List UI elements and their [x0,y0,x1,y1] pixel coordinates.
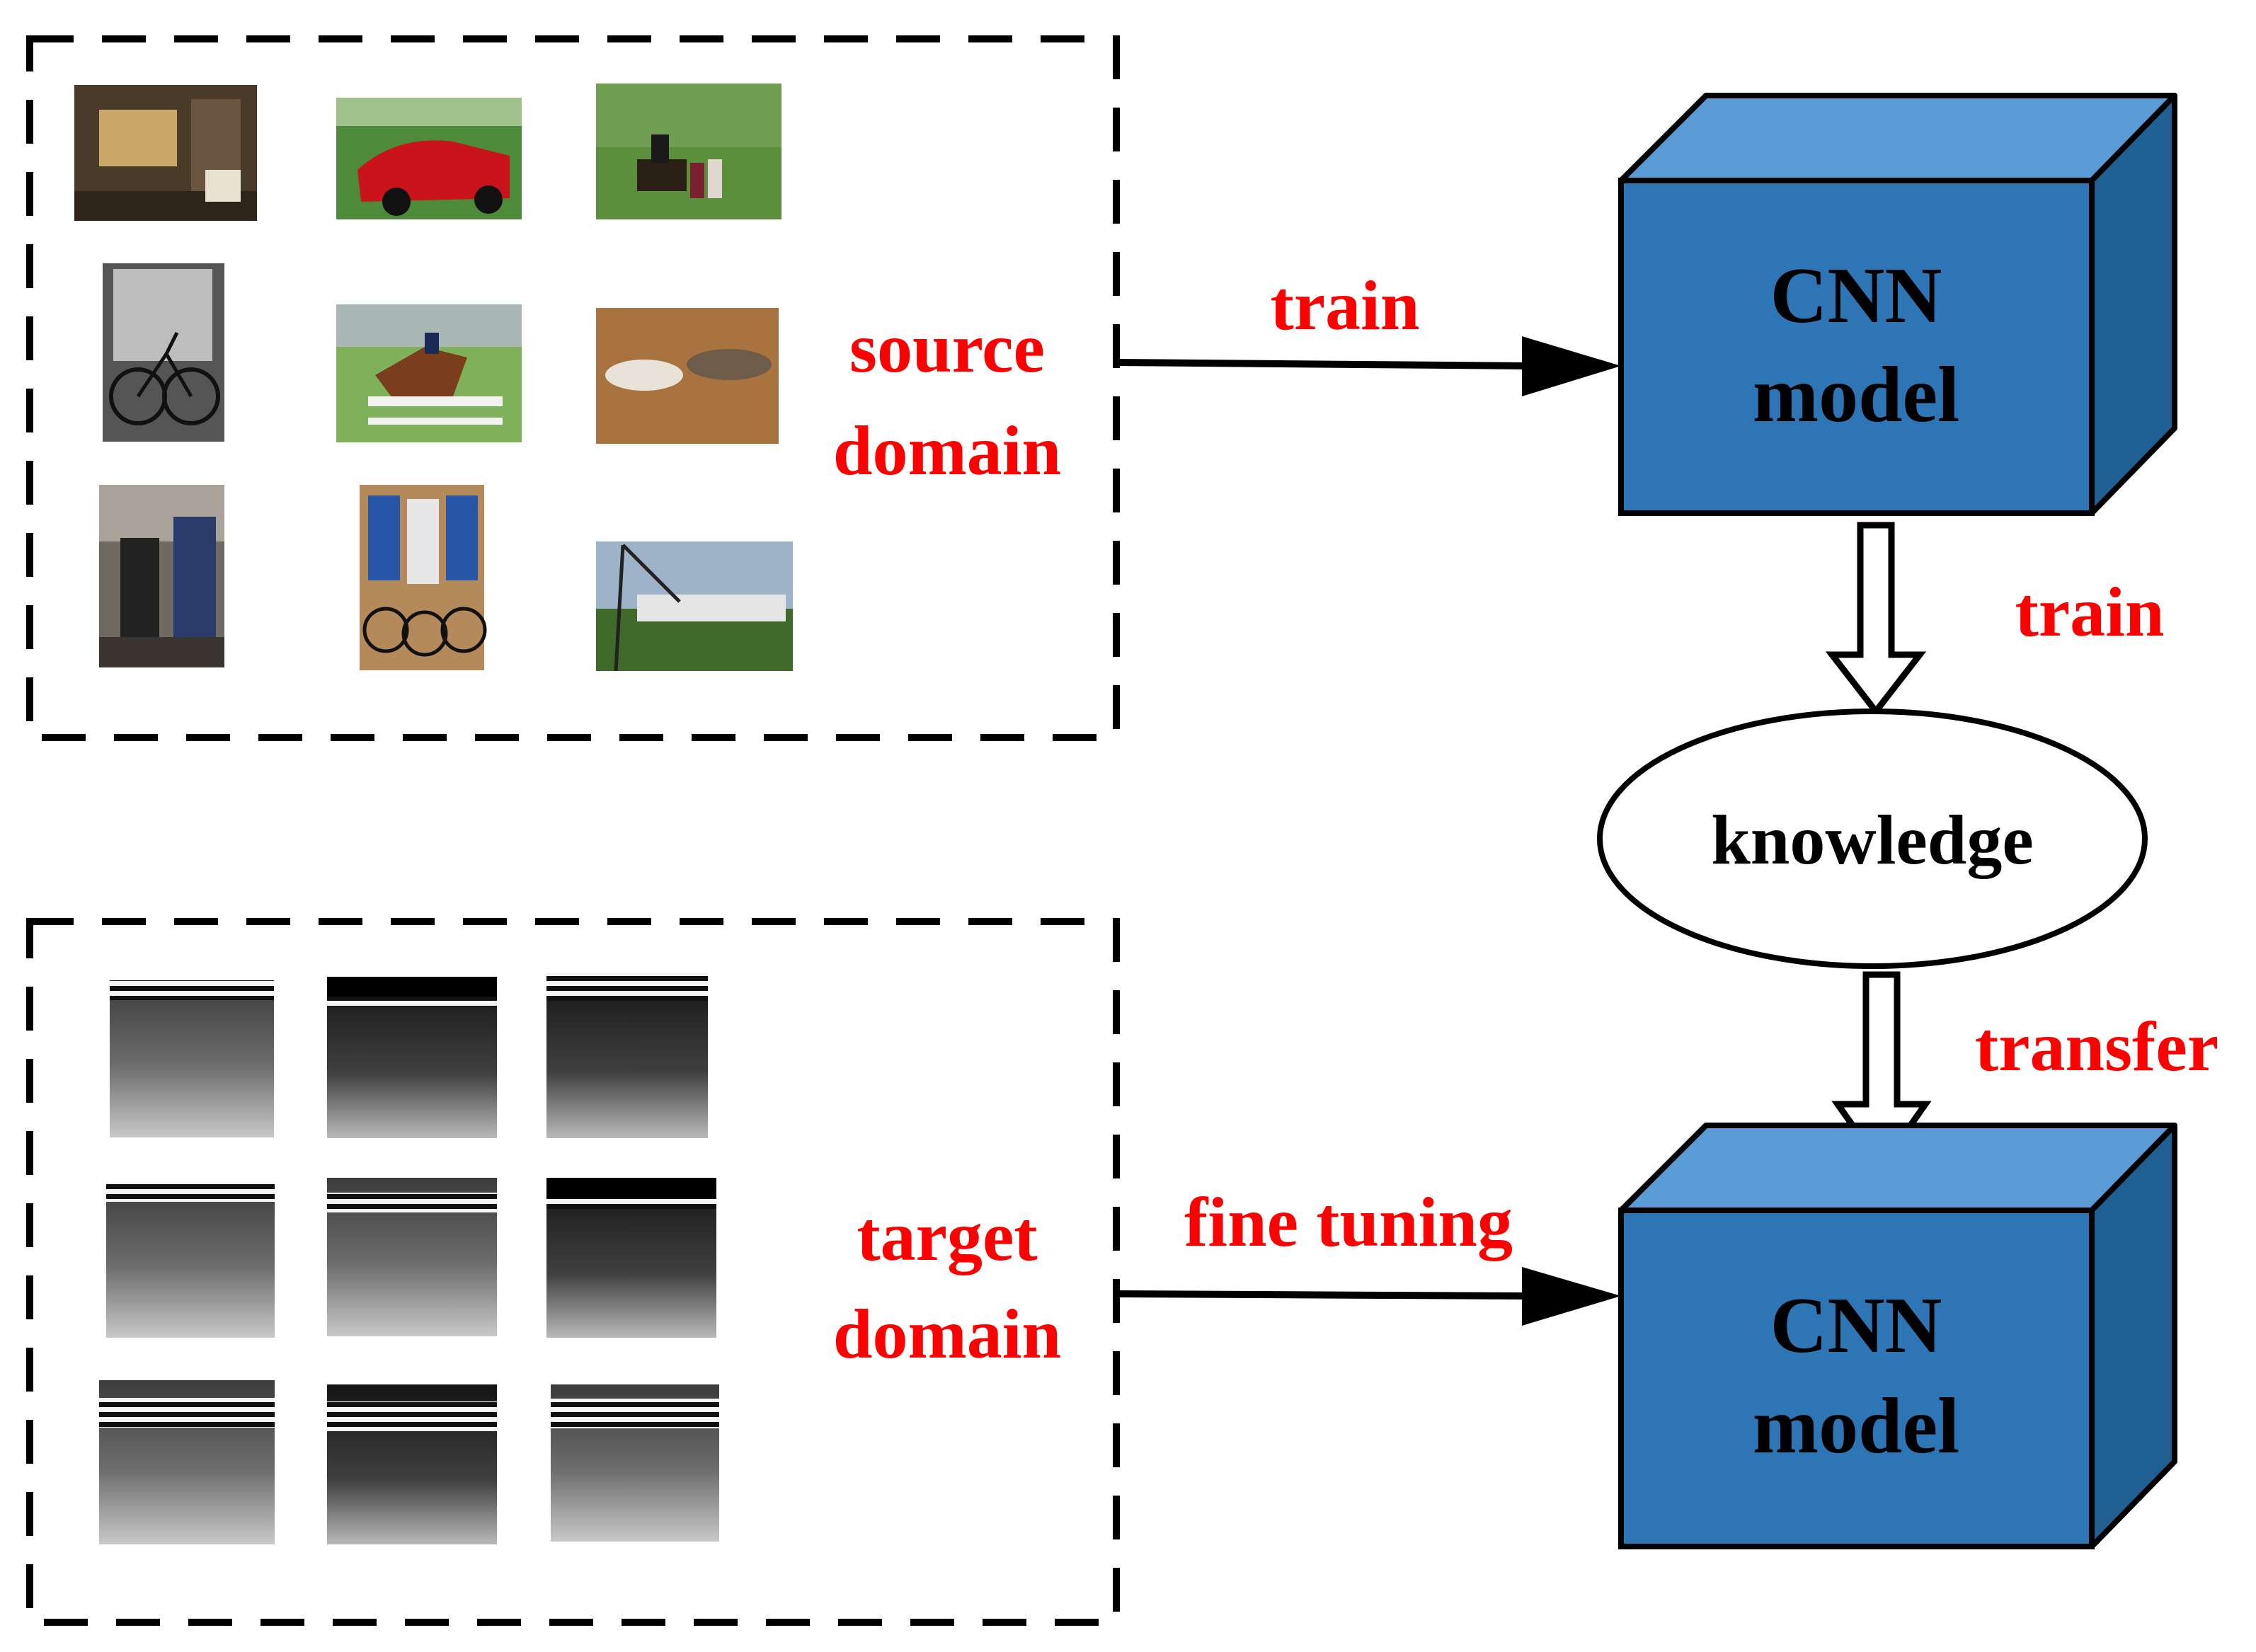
train-label-side: train [2015,573,2164,651]
gpr-scan [327,1178,497,1336]
gpr-scan [546,973,708,1138]
cnn-model-bottom: CNN model [1618,1123,2177,1549]
knowledge-node: knowledge [1597,709,2148,969]
kitchen-photo [74,85,257,221]
source-domain-group: source domain [26,35,1120,741]
train-down-arrow [1825,522,1927,717]
knowledge-label: knowledge [1711,801,2034,879]
target-domain-label-line2: domain [833,1295,1061,1373]
target-domain-label-line1: target [857,1197,1037,1275]
fine-tuning-arrow [1116,1267,1621,1326]
transfer-label: transfer [1975,1007,2218,1086]
gpr-scan [327,977,497,1138]
cnn-model-bottom-line2: model [1753,1382,1959,1470]
cnn-model-bottom-line1: CNN [1770,1282,1942,1370]
people-dog-photo [99,485,224,667]
target-domain-group: target domain [26,918,1120,1626]
horse-rider-photo [596,84,781,219]
cnn-model-top: CNN model [1618,93,2177,516]
source-domain-box [26,35,1120,741]
source-domain-label-line1: source [849,309,1045,387]
fine-tuning-label: fine tuning [1184,1183,1513,1261]
cats-photo [596,308,779,444]
gpr-scan [551,1384,719,1542]
gpr-scan [106,1182,275,1338]
cube-top-face [1618,1123,2177,1213]
bicycle-photo [103,263,224,442]
cnn-model-top-line2: model [1753,351,1959,439]
cube-front-face [1618,178,2095,516]
cube-top-face [1618,93,2177,183]
source-domain-label-line2: domain [833,411,1061,490]
gpr-scan [99,1380,275,1544]
cnn-model-top-line1: CNN [1770,252,1942,340]
train-label-top: train [1270,266,1419,345]
cyclists-photo [360,485,487,670]
train-photo [596,541,793,672]
gpr-scan [546,1178,716,1338]
target-domain-box [26,918,1120,1626]
gpr-scan [110,980,274,1137]
train-arrow [1116,336,1621,396]
horse-jump-photo [336,304,522,442]
cube-front-face [1618,1208,2095,1549]
red-car-photo [336,98,522,219]
gpr-scan [327,1384,497,1544]
